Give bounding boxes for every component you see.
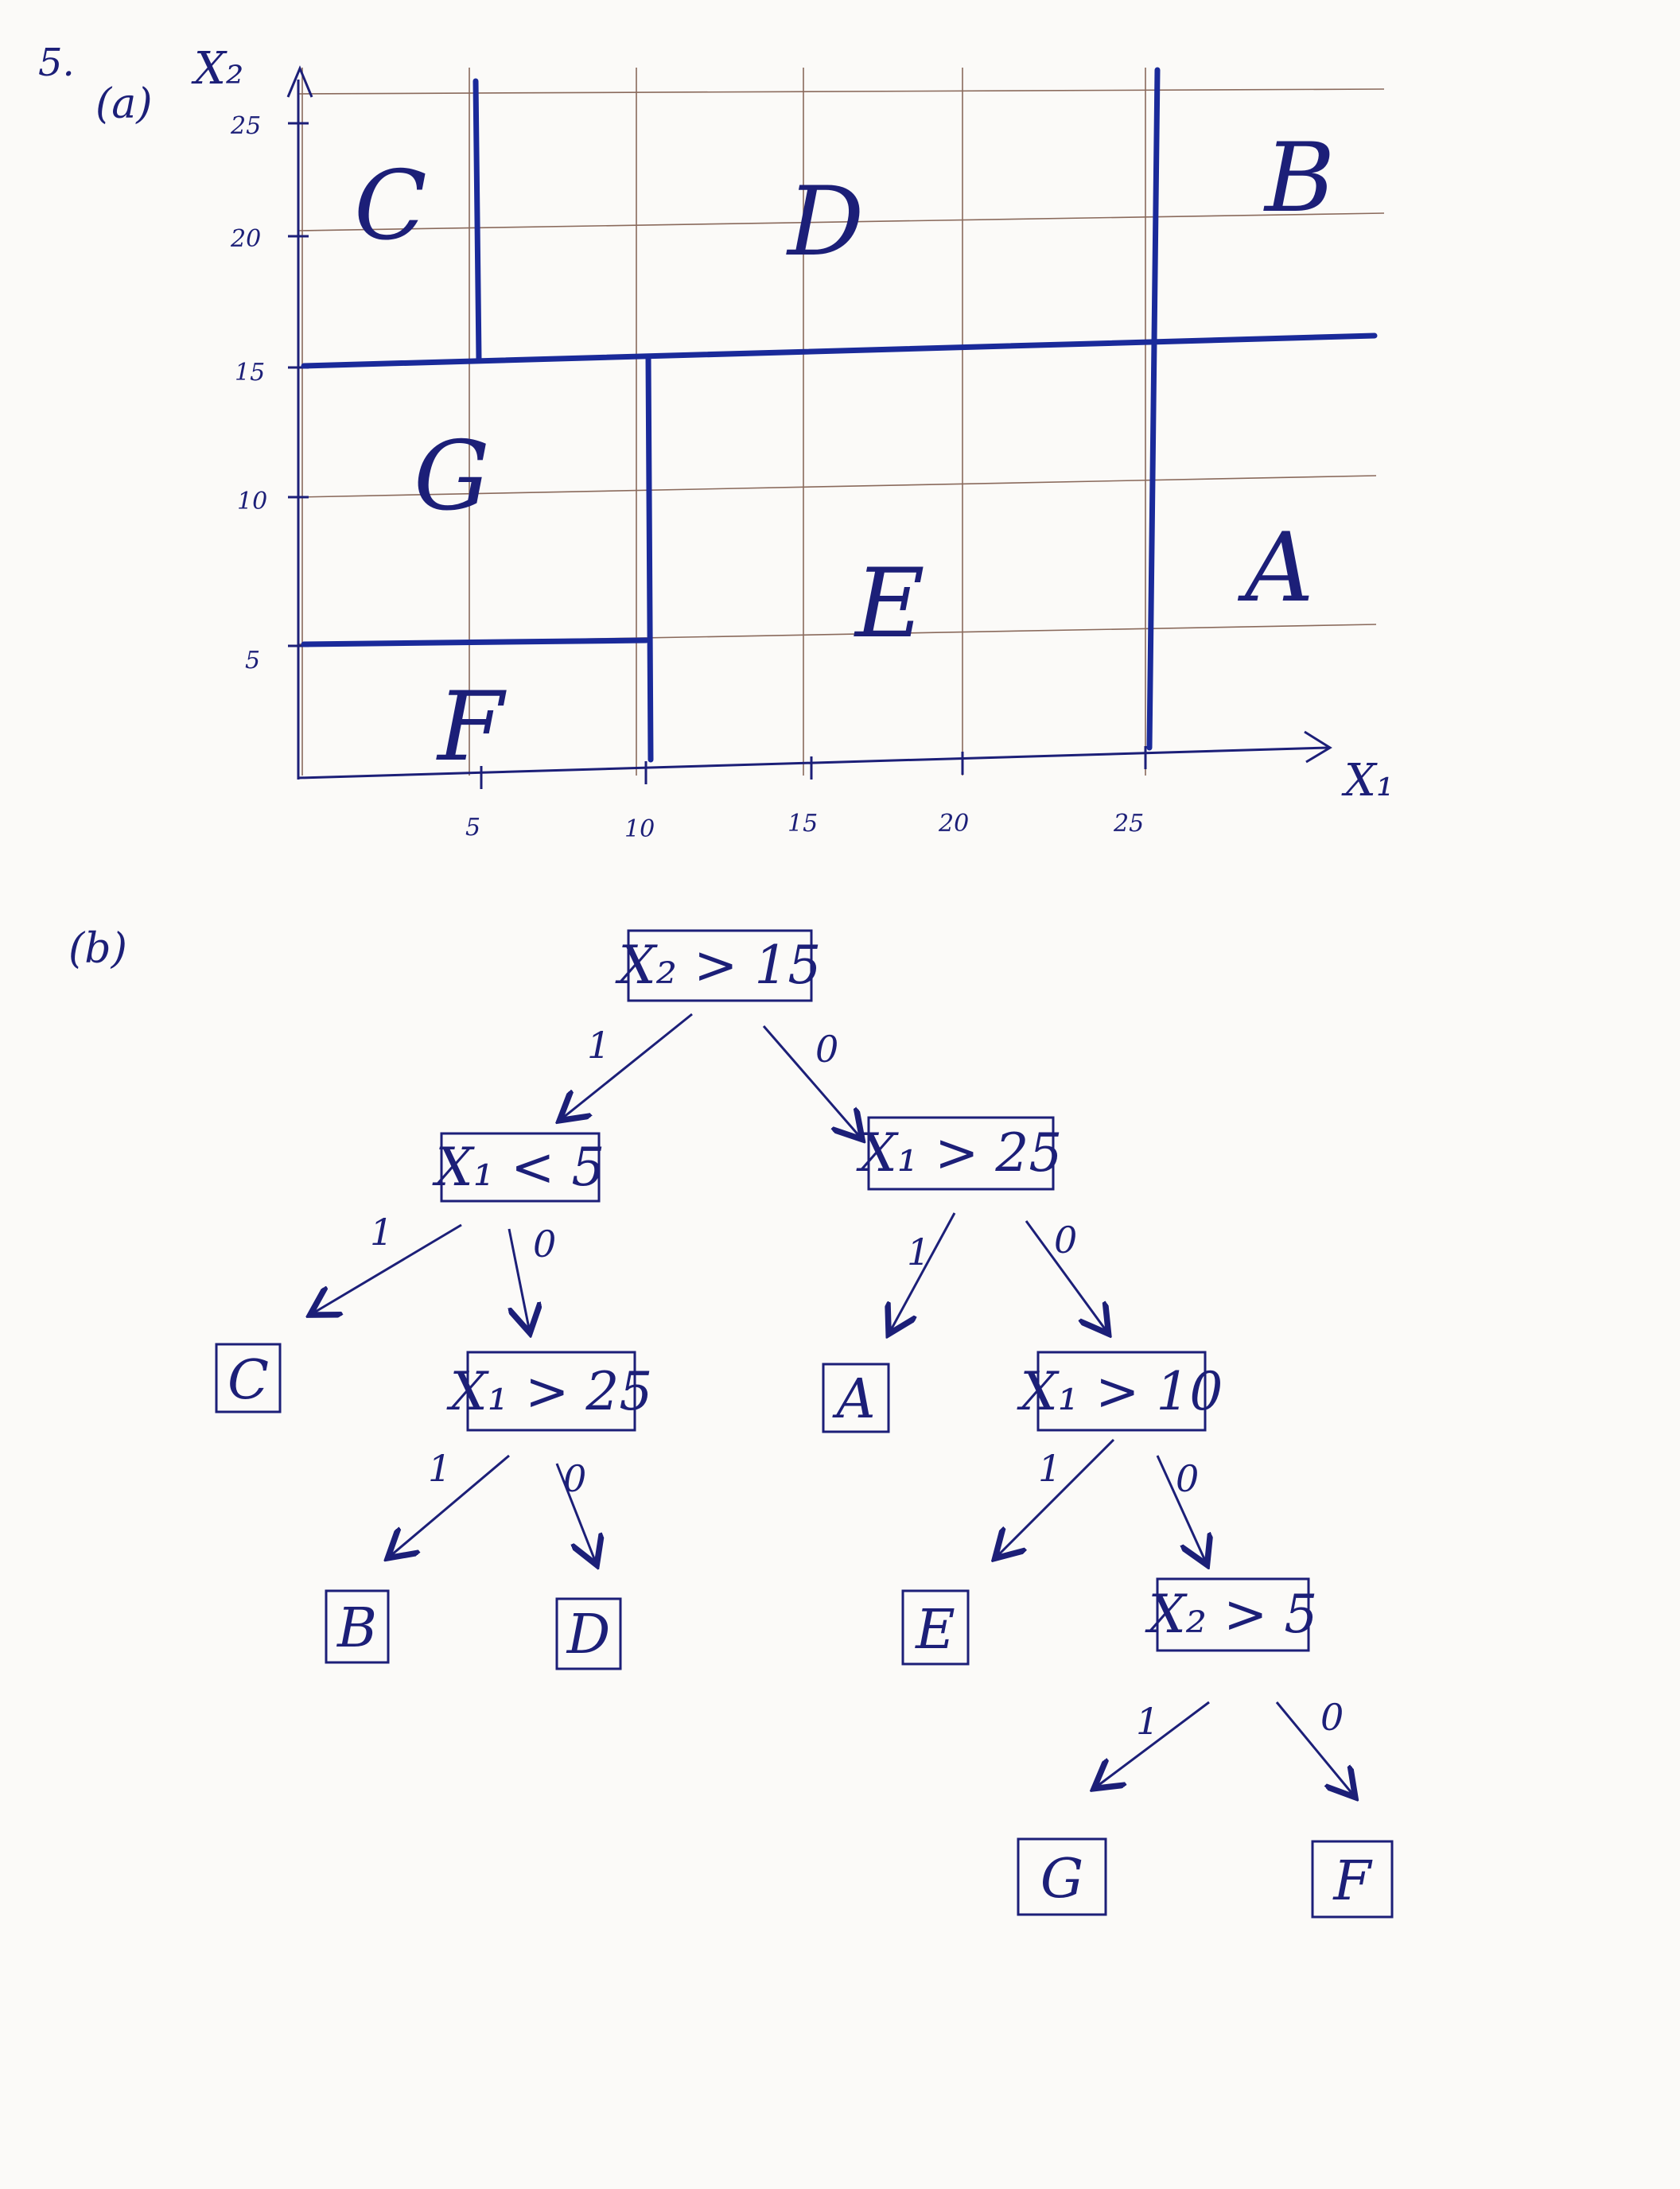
node-condition: X₁ > 10 (1017, 1361, 1223, 1422)
tree-leaf-d: D (555, 1597, 622, 1670)
region-label-c: C (354, 151, 427, 262)
decision-tree: 1 0 1 0 1 0 1 0 1 0 1 0 X₂ > 15 X₁ < 5 X… (215, 929, 1394, 1919)
node-condition: X₁ > 25 (856, 1122, 1063, 1184)
tree-edge (1156, 1455, 1205, 1561)
tree-edge (762, 1025, 859, 1136)
tree-edge (509, 1228, 529, 1328)
partition-plot: X₂ X₁ 25 20 15 10 5 5 10 15 20 25 (191, 43, 1394, 843)
node-condition: X₁ < 5 (432, 1137, 605, 1198)
y-tick-label: 10 (237, 488, 267, 515)
leaf-label: A (831, 1368, 875, 1431)
boundary-x2-5 (301, 637, 649, 647)
tree-node: X₁ > 10 (1017, 1351, 1223, 1432)
part-b-label: (b) (68, 925, 127, 973)
region-label-g: G (414, 422, 490, 532)
x1-axis-label: X₁ (1341, 755, 1394, 807)
edge-label: 1 (907, 1231, 930, 1273)
edge-label: 1 (428, 1447, 451, 1490)
x-tick-label: 10 (624, 815, 655, 843)
tree-leaf-f: F (1311, 1840, 1394, 1919)
problem-number: 5. (38, 41, 75, 85)
node-condition: X₂ > 15 (615, 935, 822, 996)
node-condition: X₁ > 25 (446, 1361, 653, 1422)
region-label-b: B (1263, 123, 1335, 234)
region-label-f: F (436, 672, 507, 783)
edge-label: 0 (533, 1223, 556, 1266)
region-label-e: E (854, 549, 925, 659)
region-labels: C D B G E A F (354, 123, 1335, 783)
edge-label: 0 (1054, 1219, 1077, 1262)
edge-label: 0 (1320, 1696, 1344, 1739)
region-label-a: A (1237, 513, 1314, 624)
y-ticks: 25 20 15 10 5 (230, 112, 309, 675)
tree-node: X₁ < 5 (432, 1132, 605, 1203)
x-tick-label: 20 (938, 810, 969, 838)
grid-line (298, 475, 1377, 498)
tree-node: X₁ > 25 (446, 1351, 653, 1432)
tree-leaf-b: B (325, 1589, 390, 1664)
split-boundaries (301, 67, 1378, 763)
tree-node-root: X₂ > 15 (615, 929, 822, 1002)
tree-edge (314, 1223, 462, 1312)
x-ticks: 5 10 15 20 25 (465, 746, 1147, 843)
leaf-label: C (228, 1349, 269, 1412)
y-tick-label: 25 (230, 112, 261, 140)
edge-label: 1 (370, 1211, 393, 1254)
leaf-label: G (1040, 1848, 1083, 1911)
x-tick-label: 25 (1113, 810, 1144, 838)
tree-edge (1025, 1220, 1106, 1330)
boundary-x1-5 (472, 78, 482, 363)
x2-axis-arrow-icon (286, 65, 313, 98)
y-tick-label: 20 (230, 225, 261, 253)
boundary-x2-15 (301, 332, 1378, 369)
edge-label: 1 (587, 1024, 610, 1067)
tree-edge (391, 1454, 510, 1555)
tree-edge (891, 1212, 956, 1330)
tree-edge (563, 1013, 693, 1118)
tree-edge (998, 1438, 1115, 1555)
edge-label: 1 (1038, 1447, 1061, 1490)
region-label-d: D (786, 167, 864, 278)
node-condition: X₂ > 5 (1145, 1584, 1318, 1645)
x2-axis-label: X₂ (191, 43, 243, 95)
tree-edge (1275, 1701, 1352, 1794)
x1-axis-arrow-icon (1304, 730, 1332, 764)
tree-leaf-a: A (822, 1363, 890, 1433)
edge-label: 1 (1136, 1700, 1159, 1743)
leaf-label: D (566, 1604, 611, 1666)
x-tick-label: 15 (788, 810, 818, 838)
grid-line (298, 88, 1385, 95)
x1-axis (298, 746, 1329, 780)
tree-leaf-e: E (901, 1589, 970, 1666)
boundary-x1-25 (1146, 67, 1161, 751)
y-tick-label: 5 (245, 647, 260, 675)
part-a-label: (a) (95, 80, 153, 128)
edge-label: 0 (815, 1028, 838, 1071)
leaf-label: E (914, 1599, 955, 1662)
y-tick-label: 15 (235, 359, 265, 387)
leaf-label: F (1332, 1850, 1373, 1913)
tree-edge (1098, 1701, 1210, 1786)
tree-node: X₁ > 25 (856, 1116, 1063, 1191)
leaf-label: B (336, 1597, 377, 1660)
grid (298, 68, 1385, 776)
tree-leaf-g: G (1017, 1837, 1107, 1916)
edge-label: 0 (1176, 1457, 1199, 1500)
boundary-x1-10 (645, 353, 654, 763)
tree-edge (555, 1463, 595, 1561)
tree-leaf-c: C (215, 1343, 282, 1413)
x-tick-label: 5 (465, 814, 480, 842)
tree-node: X₂ > 5 (1145, 1577, 1318, 1652)
edge-label: 0 (563, 1457, 586, 1500)
